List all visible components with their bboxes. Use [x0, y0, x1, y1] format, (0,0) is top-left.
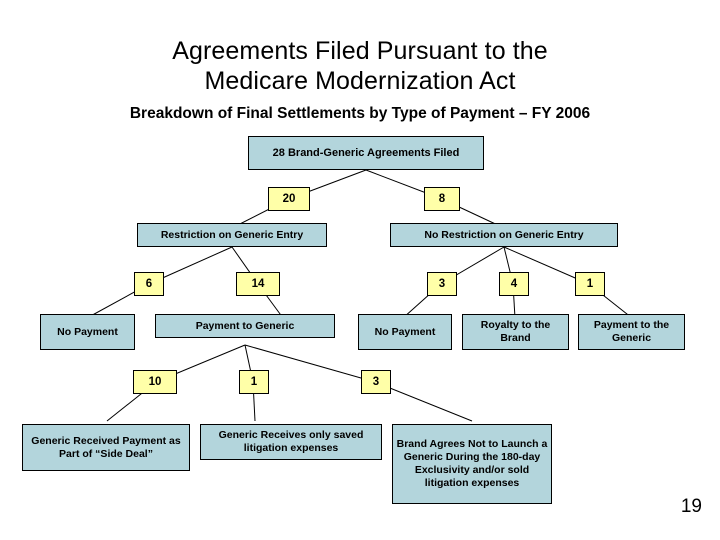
count-14-label: 14: [251, 277, 265, 290]
node-payment-to-the-generic[interactable]: Payment to the Generic: [578, 314, 685, 350]
node-no-restriction-on-generic-entry-label: No Restriction on Generic Entry: [424, 228, 584, 241]
count-10[interactable]: 10: [133, 370, 177, 394]
count-3-no-payment-label: 3: [438, 277, 446, 290]
node-royalty-to-the-brand[interactable]: Royalty to the Brand: [462, 314, 569, 350]
node-restriction-on-generic-entry[interactable]: Restriction on Generic Entry: [137, 223, 327, 247]
count-20[interactable]: 20: [268, 187, 310, 211]
node-royalty-to-the-brand-label: Royalty to the Brand: [480, 319, 551, 344]
node-payment-to-generic[interactable]: Payment to Generic: [155, 314, 335, 338]
page-subtitle: Breakdown of Final Settlements by Type o…: [129, 105, 591, 122]
node-no-restriction-on-generic-entry[interactable]: No Restriction on Generic Entry: [390, 223, 618, 247]
count-3-no-payment[interactable]: 3: [427, 272, 457, 296]
count-8-label: 8: [438, 192, 446, 205]
count-10-label: 10: [148, 375, 162, 388]
page-title: Agreements Filed Pursuant to the Medicar…: [60, 36, 660, 96]
node-generic-received-side-deal-label: Generic Received Payment as Part of “Sid…: [31, 434, 181, 460]
count-14[interactable]: 14: [236, 272, 280, 296]
node-brand-agrees-not-to-launch-label: Brand Agrees Not to Launch a Generic Dur…: [396, 438, 548, 489]
count-1-saved-litigation[interactable]: 1: [239, 370, 269, 394]
count-3-brand-agrees-label: 3: [372, 375, 380, 388]
count-1-saved-litigation-label: 1: [250, 375, 258, 388]
count-6[interactable]: 6: [134, 272, 164, 296]
count-1-payment-generic-label: 1: [586, 277, 594, 290]
node-no-payment-left[interactable]: No Payment: [40, 314, 135, 350]
page-title-line-1: Agreements Filed Pursuant to the: [172, 37, 548, 65]
node-no-payment-right[interactable]: No Payment: [358, 314, 452, 350]
node-payment-to-generic-label: Payment to Generic: [195, 319, 295, 332]
count-20-label: 20: [282, 192, 296, 205]
node-generic-receives-saved-litigation-label: Generic Receives only saved litigation e…: [218, 429, 364, 454]
node-payment-to-the-generic-label: Payment to the Generic: [593, 319, 670, 344]
node-root[interactable]: 28 Brand-Generic Agreements Filed: [248, 136, 484, 170]
node-no-payment-left-label: No Payment: [57, 325, 118, 338]
count-3-brand-agrees[interactable]: 3: [361, 370, 391, 394]
count-4-royalty-label: 4: [510, 277, 518, 290]
node-no-payment-right-label: No Payment: [374, 325, 436, 338]
page-title-line-2: Medicare Modernization Act: [204, 67, 516, 95]
node-generic-receives-saved-litigation[interactable]: Generic Receives only saved litigation e…: [200, 424, 382, 460]
node-restriction-on-generic-entry-label: Restriction on Generic Entry: [160, 228, 304, 241]
node-root-label: 28 Brand-Generic Agreements Filed: [272, 146, 460, 159]
node-generic-received-side-deal[interactable]: Generic Received Payment as Part of “Sid…: [22, 424, 190, 471]
count-4-royalty[interactable]: 4: [499, 272, 529, 296]
count-1-payment-generic[interactable]: 1: [575, 272, 605, 296]
count-6-label: 6: [145, 277, 153, 290]
node-brand-agrees-not-to-launch[interactable]: Brand Agrees Not to Launch a Generic Dur…: [392, 424, 552, 504]
count-8[interactable]: 8: [424, 187, 460, 211]
page-number: 19: [680, 496, 702, 517]
